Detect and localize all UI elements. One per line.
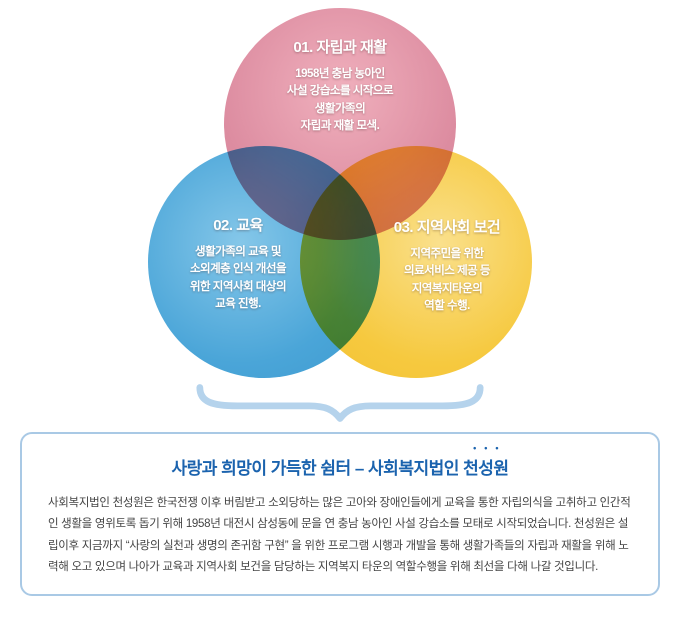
- venn-label-education: 02. 교육 생활가족의 교육 및 소외계층 인식 개선을 위한 지역사회 대상…: [150, 214, 326, 313]
- info-title-main: 사랑과 희망이 가득한 쉼터 – 사회복지법인: [171, 459, 464, 478]
- info-title-emph-text: 천성원: [463, 459, 509, 478]
- venn-label-rehab: 01. 자립과 재활 1958년 충남 농아인 사설 강습소를 시작으로 생활가…: [238, 36, 442, 135]
- venn-desc-health: 지역주민을 위한 의료서비스 제공 등 지역복지타운의 역할 수행.: [403, 248, 491, 312]
- info-title-emph: ••• 천성원: [463, 443, 509, 479]
- venn-label-health: 03. 지역사회 보건 지역주민을 위한 의료서비스 제공 등 지역복지타운의 …: [352, 216, 542, 315]
- info-title: 사랑과 희망이 가득한 쉼터 – 사회복지법인 ••• 천성원: [48, 443, 632, 479]
- brace-path: [196, 384, 484, 422]
- venn-title-health: 03. 지역사회 보건: [393, 219, 501, 236]
- venn-title-education: 02. 교육: [213, 217, 263, 234]
- emphasis-dots: •••: [473, 443, 507, 453]
- venn-desc-rehab: 1958년 충남 농아인 사설 강습소를 시작으로 생활가족의 자립과 재활 모…: [286, 68, 394, 132]
- venn-title-rehab: 01. 자립과 재활: [293, 39, 387, 56]
- down-brace: [196, 384, 484, 422]
- venn-circle-health: [300, 146, 532, 378]
- venn-desc-education: 생활가족의 교육 및 소외계층 인식 개선을 위한 지역사회 대상의 교육 진행…: [189, 246, 287, 310]
- venn-diagram: 01. 자립과 재활 1958년 충남 농아인 사설 강습소를 시작으로 생활가…: [148, 8, 542, 378]
- info-body: 사회복지법인 천성원은 한국전쟁 이후 버림받고 소외당하는 많은 고아와 장애…: [48, 497, 631, 573]
- info-box: 사랑과 희망이 가득한 쉼터 – 사회복지법인 ••• 천성원 사회복지법인 천성…: [20, 432, 660, 597]
